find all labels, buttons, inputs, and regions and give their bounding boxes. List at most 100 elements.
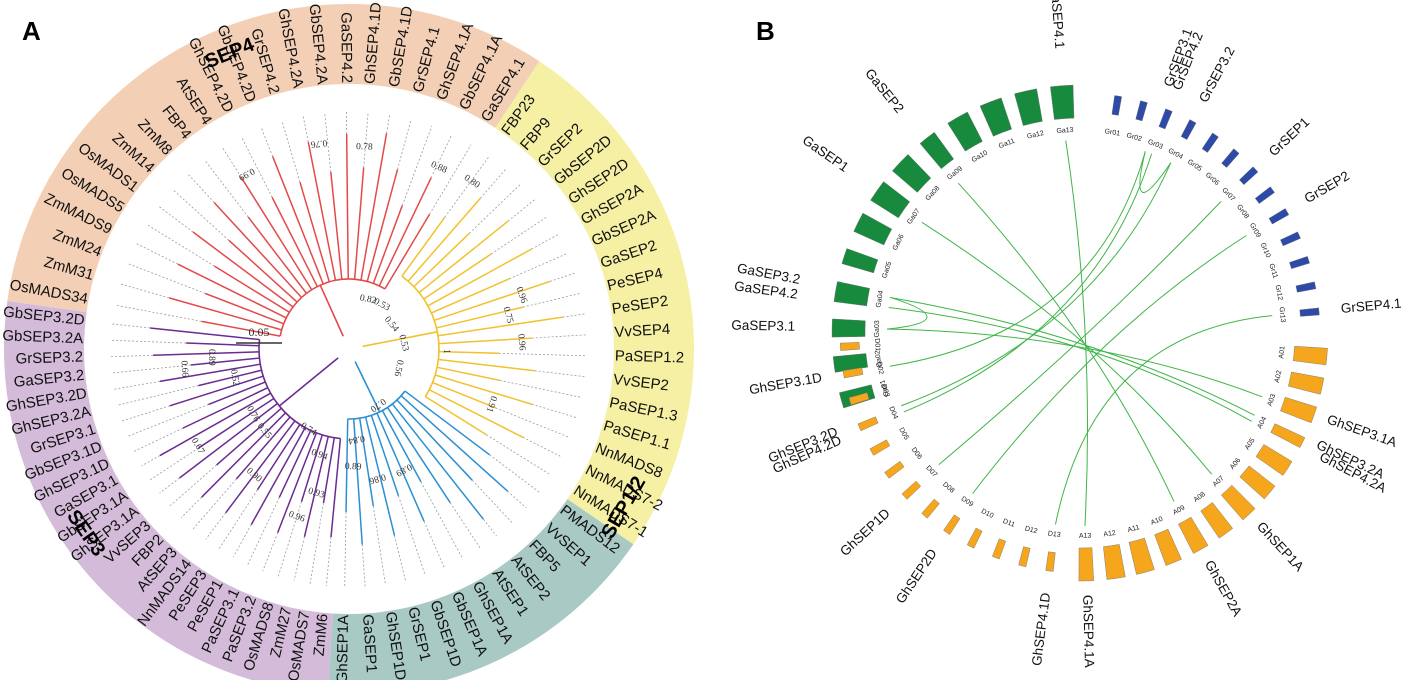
chromosome-ga04 (834, 282, 870, 306)
chromosome-label-a01: A01 (1278, 346, 1286, 359)
chromosome-label-ga09: Ga09 (946, 165, 964, 181)
chromosome-label-a11: A11 (1127, 524, 1140, 534)
chromosome-gr07 (1239, 167, 1258, 185)
chromosome-ga03 (832, 319, 865, 337)
gene-label-gasep4-1: GaSEP4.1 (1048, 0, 1068, 49)
chromosome-gr05 (1202, 133, 1218, 153)
chromosome-ga06 (854, 213, 892, 245)
chromosome-label-a12: A12 (1103, 530, 1116, 539)
chromosome-a01 (1293, 346, 1327, 365)
bootstrap-value: 0.94 (310, 448, 329, 463)
leaf-guide (469, 184, 520, 233)
leaf-label-pasep1-2: PaSEP1.2 (615, 348, 685, 367)
branch (379, 178, 431, 286)
leaf-guide (248, 497, 279, 564)
gene-label-grsep2: GrSEP2 (1302, 168, 1352, 206)
chromosome-d11 (992, 539, 1005, 559)
bootstrap-value: 1 (441, 349, 451, 354)
synteny-link (887, 329, 1262, 397)
chromosome-gr03 (1159, 109, 1172, 129)
leaf-guide (310, 503, 323, 584)
leaf-guide (490, 455, 540, 492)
chromosome-label-gr13: Gr13 (1278, 307, 1286, 323)
chromosome-a10 (1155, 529, 1182, 565)
leaf-guide (170, 465, 217, 506)
leaf-guide (421, 482, 462, 558)
leaf-guide (486, 435, 550, 475)
branch (419, 221, 508, 292)
chromosome-ga07 (871, 182, 910, 218)
chromosome-gr13 (1300, 308, 1320, 317)
chromosome-a13 (1079, 548, 1094, 581)
leaf-label-gbsep3-2a: GbSEP3.2A (2, 327, 83, 347)
branch (367, 169, 397, 281)
synteny-link (922, 222, 1212, 474)
chromosome-d07 (902, 481, 921, 499)
chromosome-label-a09: A09 (1172, 504, 1186, 516)
chromosome-gr04 (1181, 120, 1196, 140)
leaf-guide (550, 273, 575, 281)
chromosome-label-a08: A08 (1193, 491, 1207, 504)
synteny-links (887, 141, 1272, 526)
leaf-guide (114, 381, 159, 389)
chromosome-label-ga04: Ga04 (875, 290, 885, 308)
leaf-guide (483, 519, 496, 535)
chromosome-label-a04: A04 (1257, 416, 1269, 430)
leaf-guide (523, 293, 580, 307)
gene-label-gasep3-1: GaSEP3.1 (731, 318, 795, 334)
chromosome-d05 (870, 440, 890, 456)
bootstrap-value: 0.54 (382, 315, 401, 334)
gene-label-grsep3-2: GrSEP3.2 (1196, 44, 1238, 105)
leaf-guide (402, 126, 432, 206)
chromosome-label-a05: A05 (1244, 437, 1257, 451)
leaf-guide (150, 448, 198, 480)
leaf-label-grsep3-2: GrSEP3.2 (15, 349, 83, 368)
chromosome-label-gr10: Gr10 (1259, 242, 1272, 259)
bootstrap-value: 0.53 (372, 297, 392, 314)
gene-label-gasep1: GaSEP1 (800, 132, 852, 174)
branch (300, 182, 329, 282)
chromosome-label-d09: D09 (960, 496, 975, 509)
branch (214, 203, 301, 298)
branch (438, 359, 534, 370)
chromosome-gr08 (1255, 187, 1274, 204)
gene-label-grsep4-1: GrSEP4.1 (1340, 296, 1402, 316)
chromosome-label-gr02: Gr02 (1126, 132, 1143, 143)
chromosome-label-a13: A13 (1079, 533, 1092, 540)
bootstrap-value: 0.52 (228, 369, 241, 387)
synteny-link (939, 201, 1221, 464)
leaf-guide (531, 235, 557, 249)
bootstrap-value: 0.89 (394, 461, 414, 478)
bootstrap-value: 0.66 (178, 360, 189, 378)
chromosome-label-ga13: Ga13 (1056, 127, 1074, 135)
leaf-guide (205, 160, 249, 217)
leaf-guide (127, 263, 205, 293)
chromosome-ga10 (948, 112, 983, 151)
panel-a-letter: A (22, 16, 41, 46)
leaf-guide (112, 324, 150, 328)
leaf-guide (134, 428, 183, 451)
bootstrap-value: 0.96 (515, 334, 526, 352)
leaf-guide (532, 335, 587, 338)
branch (392, 404, 483, 519)
chromosome-label-gr06: Gr06 (1204, 172, 1220, 188)
chromosome-label-gr11: Gr11 (1267, 263, 1278, 280)
chromosome-label-d02: D02 (875, 361, 884, 375)
leaf-guide (387, 115, 390, 134)
leaf-guide (326, 537, 331, 586)
chromosome-label-a03: A03 (1267, 393, 1278, 407)
chromosome-label-gr08: Gr08 (1235, 204, 1250, 221)
chromosome-label-a10: A10 (1150, 516, 1164, 527)
chromosome-a03 (1280, 397, 1316, 423)
clade-backbone-sep4 (280, 279, 385, 336)
leaf-label-ghsep1a: GhSEP1A (334, 615, 352, 680)
branch (308, 142, 335, 280)
leaf-guide (364, 112, 369, 168)
chromosome-label-d11: D11 (1002, 518, 1016, 529)
leaf-guide (120, 284, 169, 298)
synteny-link (904, 154, 1152, 412)
bootstrap-value: 0.56 (391, 359, 404, 378)
gene-label-ghsep1d: GhSEP1D (837, 505, 893, 559)
leaf-guide (424, 521, 444, 567)
